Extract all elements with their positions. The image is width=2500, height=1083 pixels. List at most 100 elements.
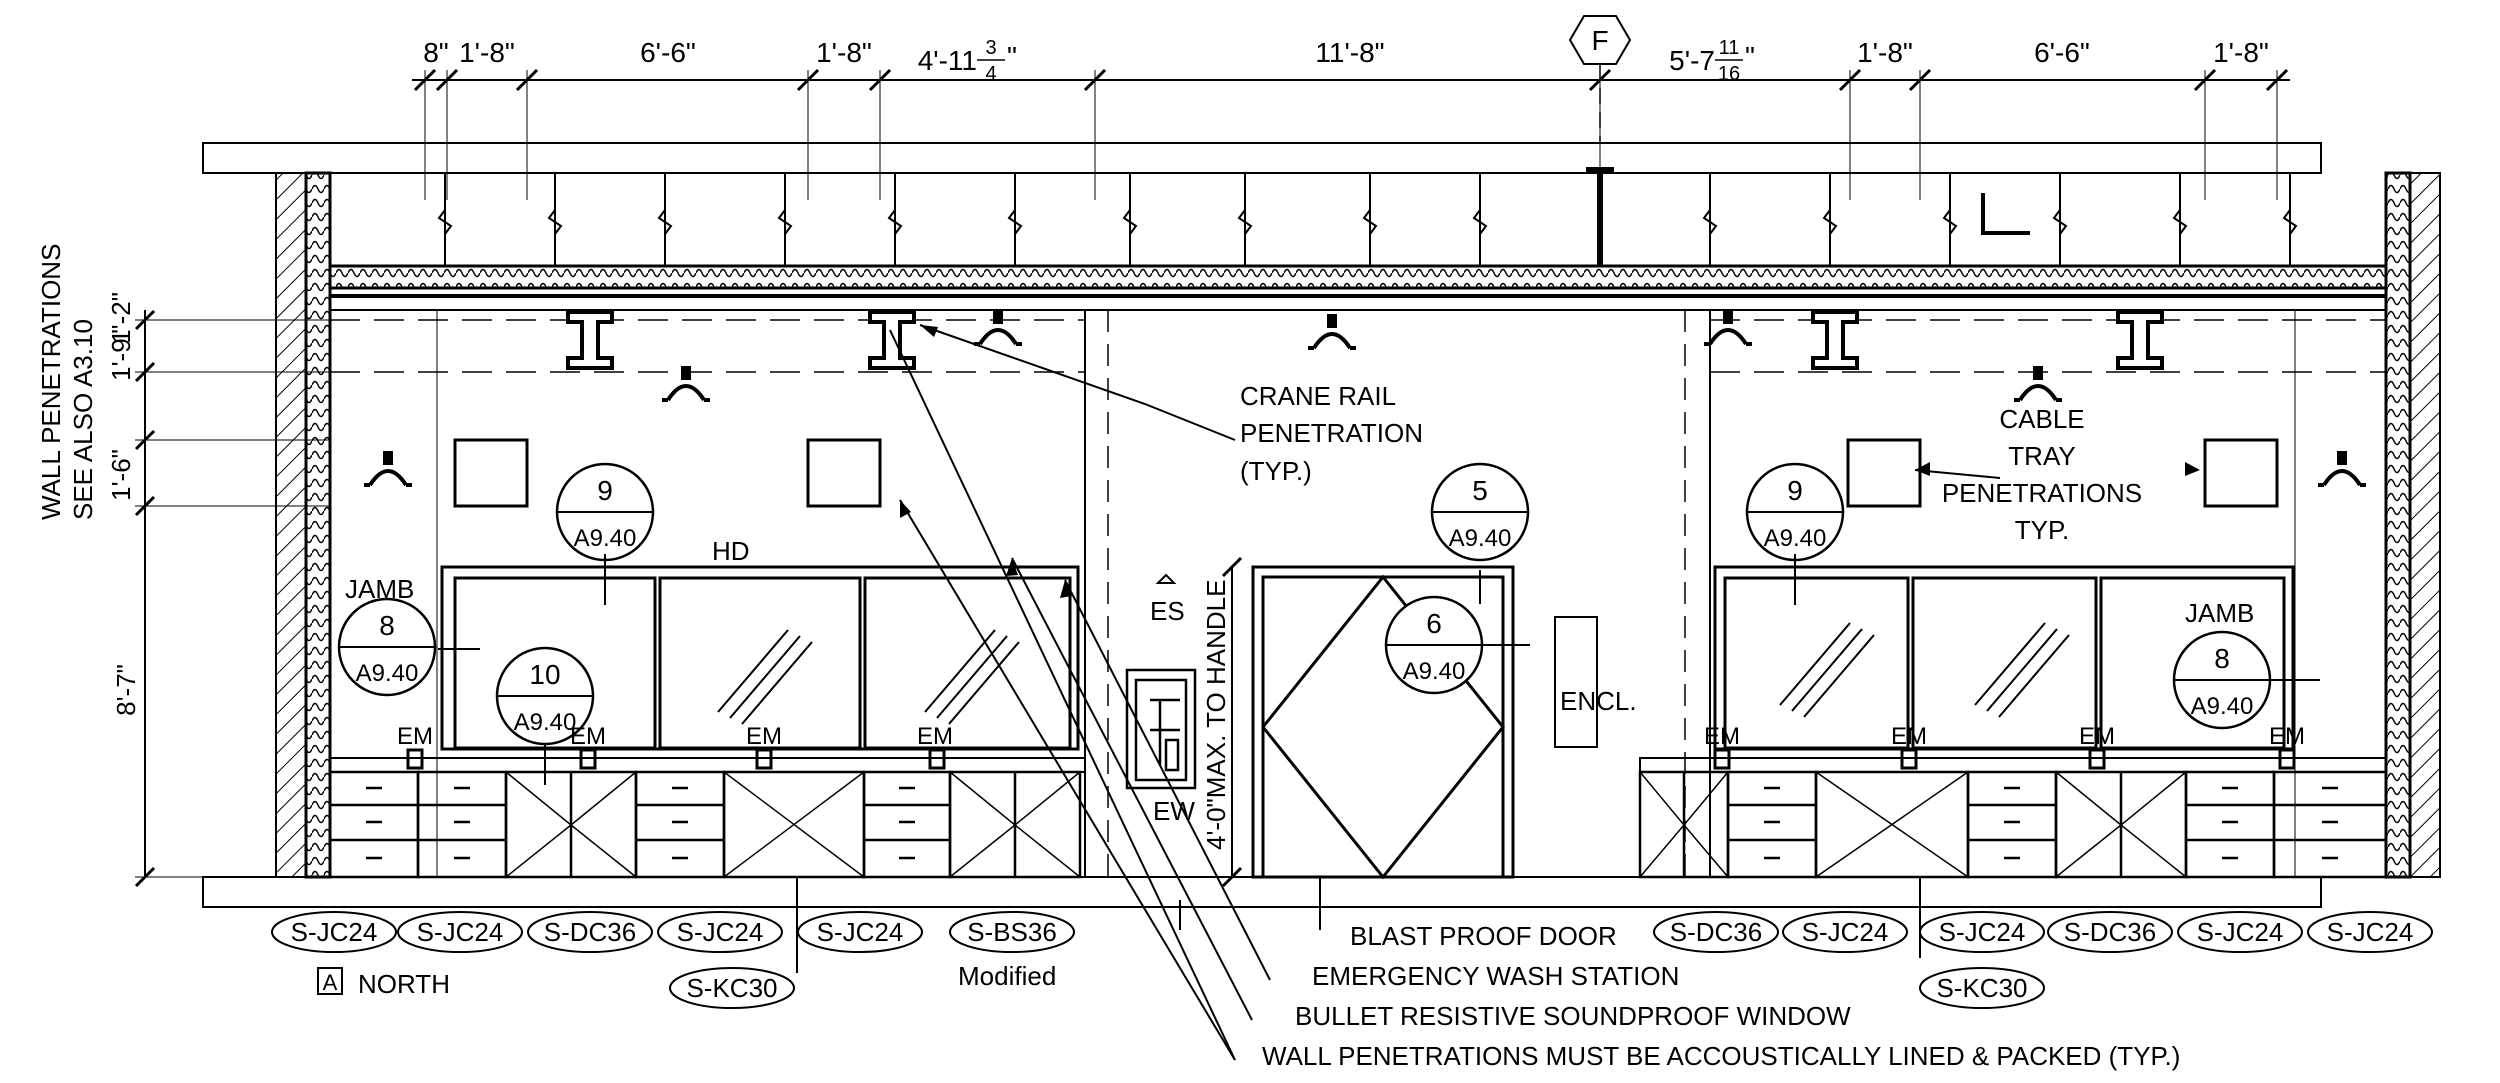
left-note-1: WALL PENETRATIONS <box>36 244 66 520</box>
base-cabinet <box>2184 770 2276 879</box>
callout-penetrations: WALL PENETRATIONS MUST BE ACCOUSTICALLY … <box>1262 1041 2180 1071</box>
detail-number: 8 <box>2214 643 2230 674</box>
left-dim-2: 1'-9" <box>106 329 136 381</box>
base-cabinet <box>722 770 866 879</box>
detail-number: 5 <box>1472 475 1488 506</box>
dimension-value: 1'-8" <box>816 37 872 68</box>
casework-tag: S-DC36 <box>527 911 653 953</box>
right-wall-insulation <box>2384 171 2412 879</box>
crane-rail-ibeam <box>566 310 614 370</box>
dimension-value: 1'-8" <box>459 37 515 68</box>
casework-tag-label: S-KC30 <box>686 973 777 1003</box>
crane-rails <box>566 310 2164 370</box>
hd-label: HD <box>712 536 750 566</box>
top-dimension-label: 8" <box>423 37 449 68</box>
em-label: EM <box>2079 723 2115 750</box>
left-dim-3: 1'-6" <box>106 449 136 501</box>
cable-tray-symbol <box>2014 366 2062 402</box>
detail-bubble: 9A9.40 <box>1745 462 1845 562</box>
base-cabinet <box>1814 770 1970 879</box>
cable-tray-symbol <box>1704 310 1752 346</box>
jamb-label-left: JAMB <box>345 574 414 604</box>
base-cabinet <box>504 770 638 879</box>
detail-bubble: 8A9.40 <box>2172 630 2272 730</box>
casework-tag: S-JC24 <box>2177 911 2303 953</box>
casework-tag: S-JC24 <box>1919 911 2045 953</box>
cable-tray-symbol <box>974 310 1022 346</box>
dimension-value: 1'-8" <box>2213 37 2269 68</box>
top-dimension-label: 1'-8" <box>459 37 515 68</box>
dimension-suffix: " <box>1007 41 1017 72</box>
left-dim-4: 8'-7" <box>111 664 141 716</box>
cable-tray-label-3: PENETRATIONS <box>1942 478 2142 508</box>
cable-tray-label-4: TYP. <box>2015 515 2069 545</box>
floor-slab <box>202 876 2322 908</box>
dimension-fraction-numerator: 3 <box>985 37 996 59</box>
base-cabinet <box>416 770 508 879</box>
penetrations <box>453 438 2279 508</box>
ceiling-hangers <box>437 173 2298 266</box>
callout-wash-station: EMERGENCY WASH STATION <box>1312 961 1679 991</box>
structure <box>202 142 2441 908</box>
crane-rail-label-3: (TYP.) <box>1240 456 1312 486</box>
emergency-wash-station <box>1125 573 1197 790</box>
dimension-value: 11'-8" <box>1315 37 1384 68</box>
cable-tray-symbols <box>364 310 2366 487</box>
detail-bubble: 5A9.40 <box>1430 462 1530 562</box>
cable-tray-label-2: TRAY <box>2008 441 2075 471</box>
detail-sheet: A9.40 <box>2191 693 2254 720</box>
detail-bubble: 6A9.40 <box>1384 595 1484 695</box>
casework-tag-label: S-JC24 <box>1802 917 1889 947</box>
elevation-key: A <box>323 970 338 995</box>
casework <box>328 770 2388 879</box>
detail-sheet: A9.40 <box>356 660 419 687</box>
casework-tag-label: S-JC24 <box>677 917 764 947</box>
casework-tag-label: S-DC36 <box>1670 917 1762 947</box>
top-dimension-label: 4'-11 3 4 " <box>918 37 1017 85</box>
ceiling-insulation <box>328 264 2388 290</box>
cable-tray-symbol <box>2318 451 2366 487</box>
detail-bubble: 9A9.40 <box>555 462 655 562</box>
base-cabinet <box>634 770 726 879</box>
blast-proof-door <box>1251 565 1598 880</box>
crane-rail-label-2: PENETRATION <box>1240 418 1423 448</box>
encl-label: ENCL. <box>1560 686 1637 716</box>
left-note-2: SEE ALSO A3.10 <box>68 319 98 520</box>
grid-bubble-f: F <box>1568 15 1632 143</box>
casework-tag: S-JC24 <box>657 911 783 953</box>
base-cabinet <box>1966 770 2058 879</box>
em-label: EM <box>746 723 782 750</box>
callout-window: BULLET RESISTIVE SOUNDPROOF WINDOW <box>1295 1001 1851 1031</box>
crane-rail-ibeam <box>1811 310 1859 370</box>
casework-tag: S-BS36 <box>949 911 1075 953</box>
cable-tray-label-1: CABLE <box>1999 404 2084 434</box>
top-slab <box>202 142 2322 174</box>
left-dim-1: 1'-2" <box>106 292 136 344</box>
detail-number: 10 <box>529 659 560 690</box>
left-wall <box>275 172 307 878</box>
left-wall-insulation <box>304 171 332 879</box>
casework-tag: S-JC24 <box>397 911 523 953</box>
em-label: EM <box>2269 723 2305 750</box>
grid-bubble-label: F <box>1591 25 1608 56</box>
casework-tag-label: S-JC24 <box>291 917 378 947</box>
dimension-value: 4'-11 <box>918 45 977 76</box>
dimension-value: 1'-8" <box>1857 37 1913 68</box>
base-cabinet <box>1726 770 1818 879</box>
dimension-value: 8" <box>423 37 449 68</box>
ew-label: EW <box>1153 796 1195 826</box>
dimension-fraction-denominator: 4 <box>985 63 996 85</box>
cable-tray-symbol <box>364 451 412 487</box>
casework-tag-label: S-JC24 <box>817 917 904 947</box>
es-label: ES <box>1150 596 1185 626</box>
cable-tray-symbol <box>1308 314 1356 350</box>
jamb-label-right: JAMB <box>2185 598 2254 628</box>
detail-sheet: A9.40 <box>1764 525 1827 552</box>
cable-tray-symbol <box>662 366 710 402</box>
top-dimension-label: 11'-8" <box>1315 37 1384 68</box>
